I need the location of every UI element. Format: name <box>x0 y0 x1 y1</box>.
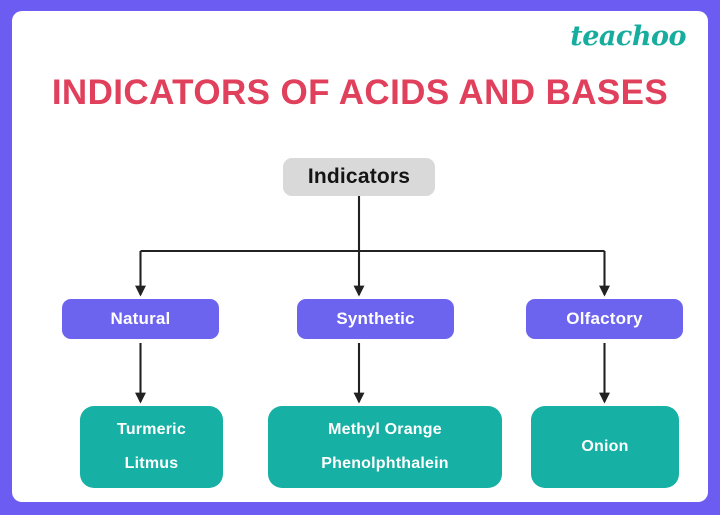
node-label: Synthetic <box>336 309 415 328</box>
node-indicators[interactable]: Indicators <box>283 158 435 196</box>
node-label: Phenolphthalein <box>321 454 449 472</box>
node-olfactory-examples[interactable]: Onion <box>531 406 679 488</box>
content-card: teachoo INDICATORS OF ACIDS AND BASES <box>12 11 708 502</box>
teachoo-logo: teachoo <box>570 21 686 52</box>
node-olfactory[interactable]: Olfactory <box>526 299 683 339</box>
node-synthetic-examples[interactable]: Methyl Orange Phenolphthalein <box>268 406 502 488</box>
flowchart: Indicators Natural Synthetic Olfactory T… <box>12 131 708 501</box>
node-natural[interactable]: Natural <box>62 299 219 339</box>
node-label: Onion <box>581 437 629 455</box>
node-label: Natural <box>110 309 171 328</box>
node-label: Litmus <box>124 454 179 472</box>
node-synthetic[interactable]: Synthetic <box>297 299 454 339</box>
node-label: Indicators <box>307 165 411 188</box>
node-label: Methyl Orange <box>328 420 442 438</box>
node-label: Olfactory <box>566 309 643 328</box>
node-natural-examples[interactable]: Turmeric Litmus <box>80 406 223 488</box>
node-label: Turmeric <box>117 420 186 438</box>
page-title: INDICATORS OF ACIDS AND BASES <box>51 73 669 112</box>
